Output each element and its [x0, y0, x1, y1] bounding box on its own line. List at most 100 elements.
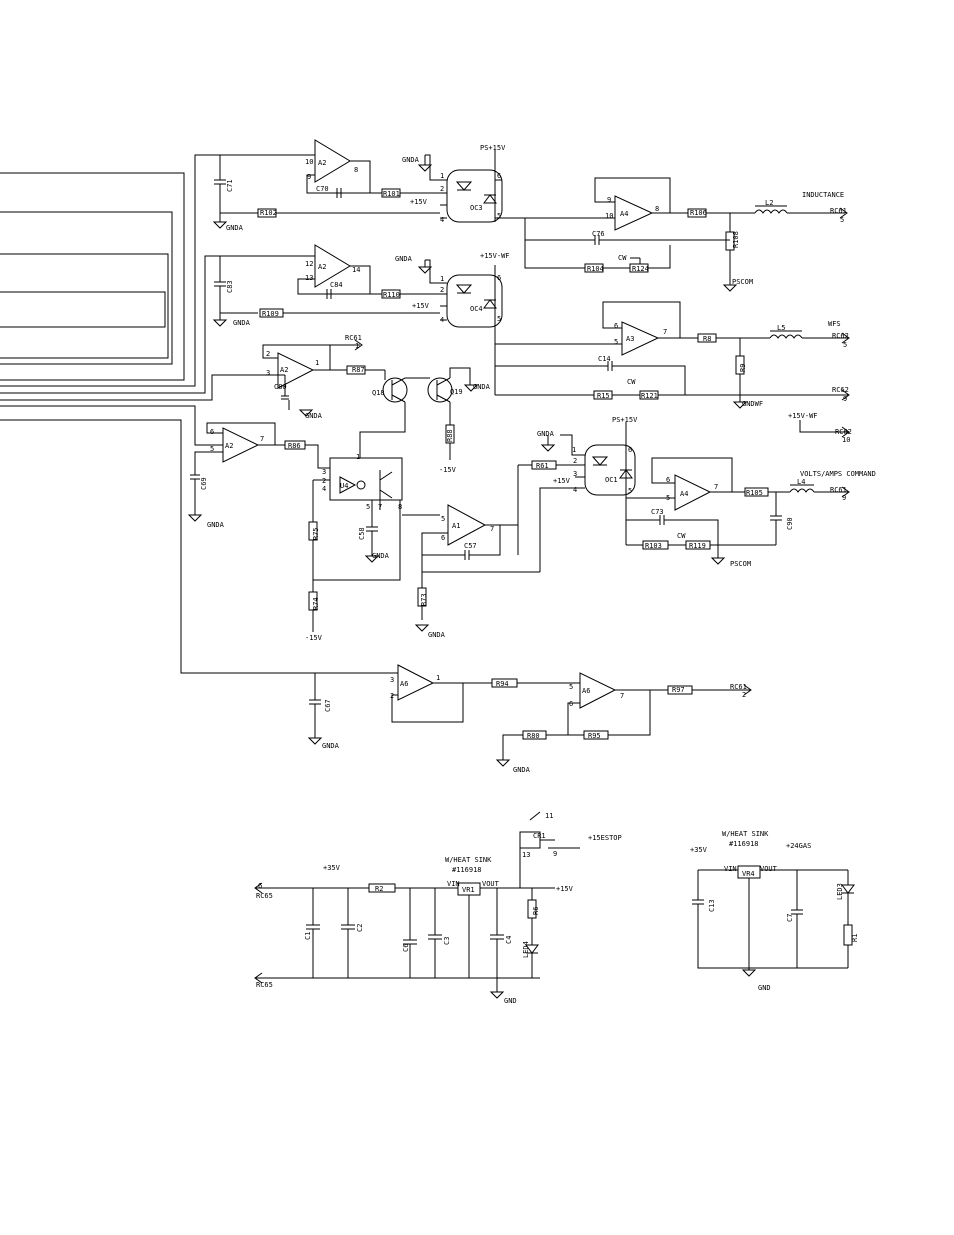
opamp-a2-low [277, 352, 315, 389]
r97 [667, 685, 693, 695]
label-a4: A4 [680, 490, 688, 498]
label-p15v: +15V [410, 198, 428, 206]
label-r110: R110 [383, 291, 400, 299]
label-c57: C57 [464, 542, 477, 550]
r124 [629, 263, 649, 273]
label-c2: C2 [356, 924, 364, 932]
label-a6: A6 [582, 687, 590, 695]
label-u4: U4 [340, 482, 348, 490]
label-ps15v-top: PS+15V [480, 144, 506, 152]
label-pin: 1 [440, 275, 444, 283]
label-pin: 2 [573, 457, 577, 465]
label-pin: 7 [620, 692, 624, 700]
label-pin: 1 [315, 359, 319, 367]
label-gnd: GND [504, 997, 517, 1005]
label-pin: 4 [440, 316, 444, 324]
label-c4: C4 [505, 936, 513, 944]
r95 [583, 730, 609, 740]
label-pin: 5 [628, 487, 632, 495]
label-cr1: CR1 [533, 832, 546, 840]
label-c84: C84 [330, 281, 343, 289]
label-c7: C7 [786, 914, 794, 922]
label-vr4: VR4 [742, 870, 755, 878]
label-rc62: RC62 [832, 332, 849, 340]
label-pin: 5 [666, 494, 670, 502]
label-gnda: GNDA [428, 631, 446, 639]
r86 [284, 440, 306, 450]
r101 [381, 188, 401, 198]
inductor-l2 [754, 205, 788, 214]
r80 [522, 730, 547, 740]
label-pin: 9 [843, 395, 847, 403]
label-c80: C80 [274, 383, 287, 391]
label-pin: 6 [258, 882, 262, 890]
label-a4: A4 [620, 210, 628, 218]
label-pin: 14 [352, 266, 360, 274]
label-vout: VOUT [482, 880, 500, 888]
label-pin: 2 [440, 185, 444, 193]
inductor-l4 [789, 484, 815, 493]
label-pin: 1 [440, 172, 444, 180]
label-cw: CW [677, 532, 686, 540]
label-r9: R9 [739, 364, 747, 372]
label-p15vwf: +15V-WF [788, 412, 818, 420]
label-l2: L2 [765, 199, 773, 207]
label-pin: 5 [840, 216, 844, 224]
left-bus-lines [0, 154, 398, 674]
label-led4: LED4 [522, 941, 530, 958]
q19 [427, 377, 453, 403]
label-r87: R87 [352, 366, 365, 374]
label-p24gas: +24GAS [786, 842, 811, 850]
label-a1: A1 [452, 522, 460, 530]
label-pin: 10 [605, 212, 613, 220]
label-r97: R97 [672, 686, 685, 694]
label-c73: C73 [651, 508, 664, 516]
label-l5: L5 [777, 324, 785, 332]
label-rc62: RC62 [832, 386, 849, 394]
label-pin: 1 [355, 342, 359, 350]
label-pin: 4 [322, 485, 326, 493]
label-pin: 5 [441, 515, 445, 523]
label-p15v: +15V [553, 477, 571, 485]
label-pin: 3 [322, 468, 326, 476]
label-a3: A3 [626, 335, 634, 343]
label-q18: Q18 [372, 389, 385, 397]
label-pin: 8 [655, 205, 659, 213]
label-pin: 10 [305, 158, 313, 166]
r15 [593, 390, 613, 400]
label-c76: C76 [592, 230, 605, 238]
label-r80: R80 [527, 732, 540, 740]
label-pin: 5 [497, 212, 501, 220]
label-c67: C67 [324, 699, 332, 712]
label-heat-sink: W/HEAT SINK [722, 830, 769, 838]
label-r105: R105 [746, 489, 763, 497]
u4-box [329, 457, 403, 501]
label-pin: 7 [490, 525, 494, 533]
label-rc65: RC65 [256, 981, 273, 989]
power-supply [254, 811, 855, 999]
r109 [259, 308, 284, 318]
opamp-a2-top [314, 139, 351, 183]
label-p15v: +15V [556, 885, 574, 893]
label-gnda: GNDA [226, 224, 244, 232]
label-heat-sink: W/HEAT SINK [445, 856, 492, 864]
label-rc61: RC61 [830, 486, 847, 494]
label-r103: R103 [645, 542, 662, 550]
label-q19: Q19 [450, 388, 463, 396]
label-p15vwf: +15V-WF [480, 252, 510, 260]
label-rc62: RC62 [835, 428, 852, 436]
label-pscom: PSCOM [732, 278, 753, 286]
label-pin: 4 [573, 486, 577, 494]
r2 [368, 883, 396, 893]
label-p35v: +35V [323, 864, 341, 872]
oc4-box [446, 274, 503, 328]
label-oc4: OC4 [470, 305, 483, 313]
label-pin: 13 [522, 851, 530, 859]
label-c70: C70 [316, 185, 329, 193]
label-pin: 2 [742, 691, 746, 699]
label-gndwf: GNDWF [742, 400, 763, 408]
label-a2: A2 [225, 442, 233, 450]
label-gnda: GNDA [395, 255, 413, 263]
r87 [346, 365, 366, 375]
r9 [735, 355, 745, 375]
